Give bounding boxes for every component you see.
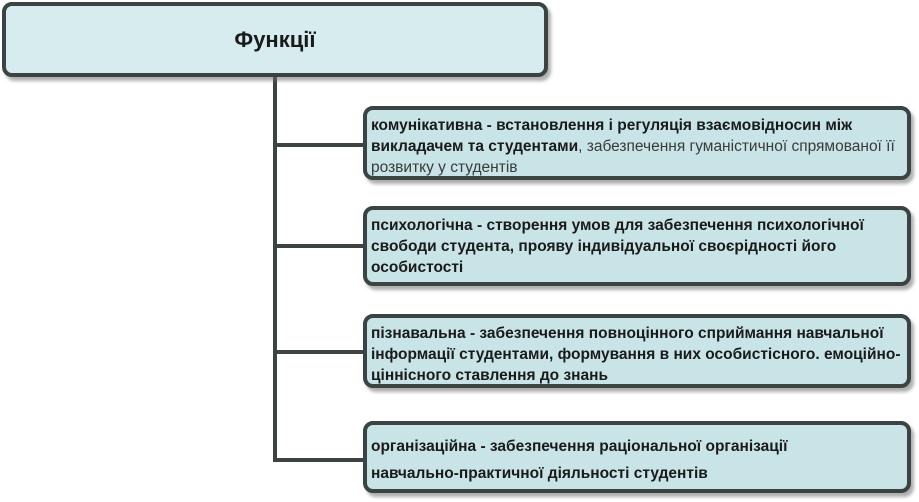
function-box-cognitive: пізнавальна - забезпечення повноцінного … [363, 314, 911, 388]
function-box-psychological: психологічна - створення умов для забезп… [363, 206, 911, 286]
function-main-text: комунікативна - встановлення і регуляція… [371, 117, 853, 155]
function-box-communicative: комунікативна - встановлення і регуляція… [363, 106, 911, 180]
diagram-title: Функції [234, 26, 316, 52]
function-main-text: психологічна - створення умов для забезп… [371, 217, 864, 276]
function-main-text: пізнавальна - забезпечення повноцінного … [371, 325, 901, 384]
vertical-connector [273, 76, 277, 462]
connector-branch-1 [273, 143, 365, 147]
function-main-text: організаційна - забезпечення раціонально… [371, 438, 788, 455]
title-box: Функції [2, 2, 548, 77]
function-extra-text: навчально-практичної діяльності студенті… [371, 465, 708, 482]
connector-branch-4 [273, 458, 365, 462]
connector-branch-3 [273, 350, 365, 354]
connector-branch-2 [273, 244, 365, 248]
function-extra-text: , забезпечення гуманістичної спрямованої… [371, 138, 895, 176]
function-box-organizational: організаційна - забезпечення раціонально… [363, 421, 911, 493]
